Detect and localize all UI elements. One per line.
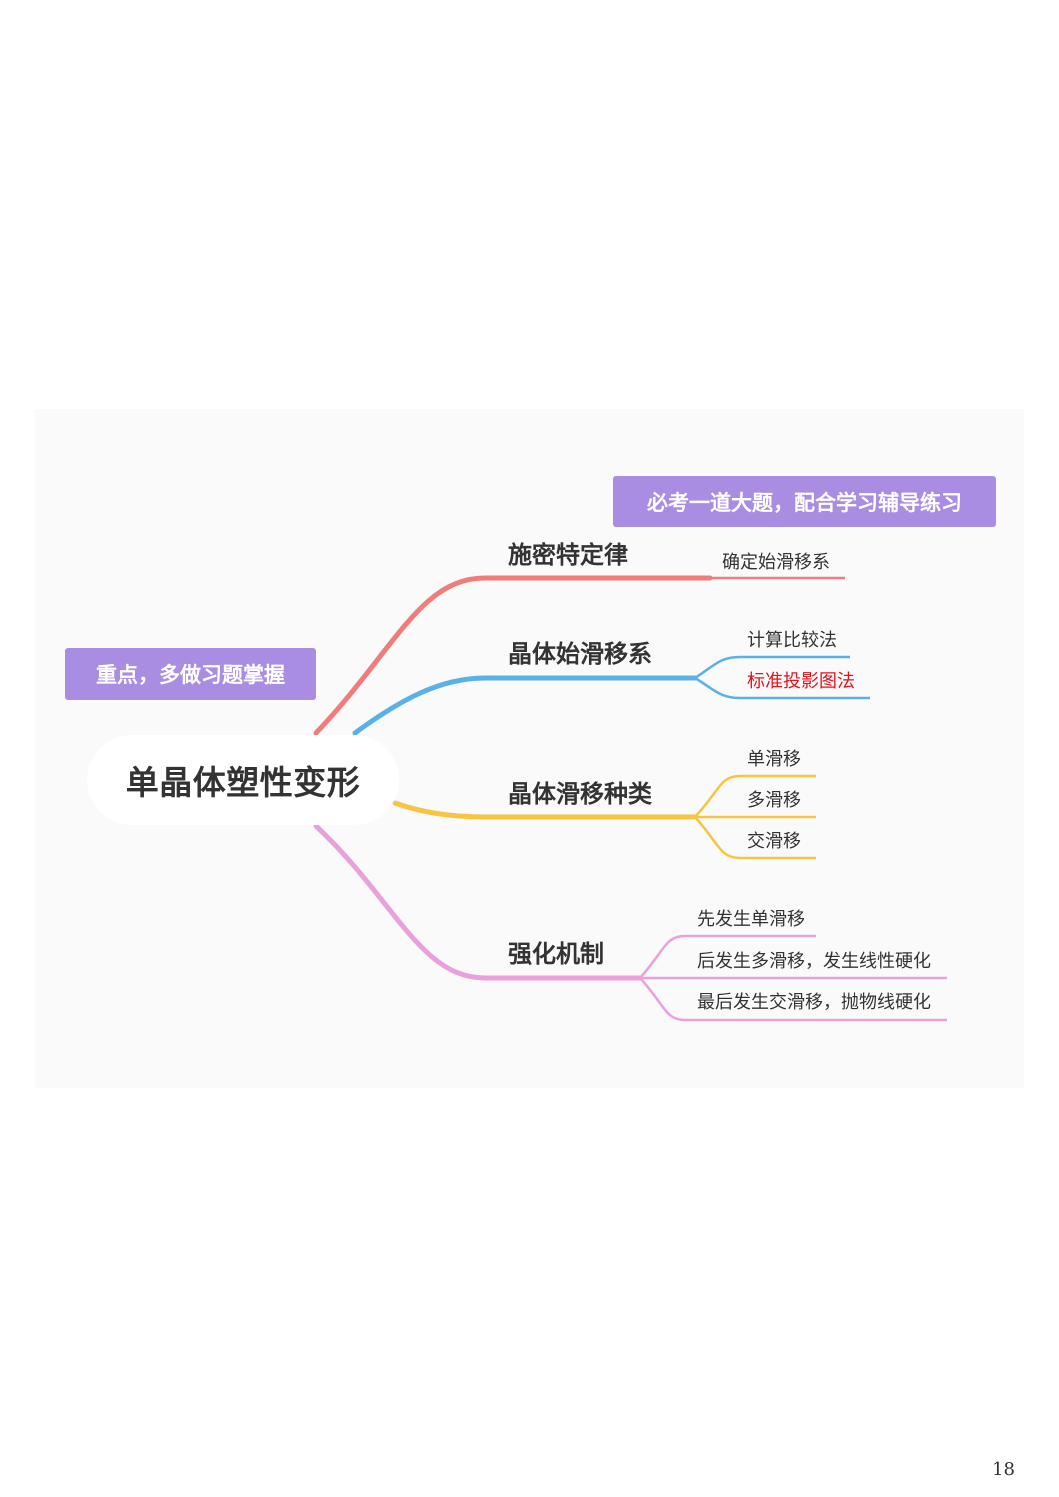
main-topic-strengthening-mechanism: 强化机制 <box>508 940 604 968</box>
sub-topic-multiple-slip: 多滑移 <box>747 790 801 811</box>
sub-topic-determine-initial-slip: 确定始滑移系 <box>722 552 830 573</box>
sub-topic-standard-projection: 标准投影图法 <box>747 671 855 692</box>
sub-topic-single-slip: 单滑移 <box>747 749 801 770</box>
main-topic-initial-slip-system: 晶体始滑移系 <box>508 640 652 668</box>
sub-topic-then-multiple-slip: 后发生多滑移，发生线性硬化 <box>697 951 931 972</box>
sub-topic-first-single-slip: 先发生单滑移 <box>697 909 805 930</box>
callout-key-point: 重点，多做习题掌握 <box>65 648 316 700</box>
callout-exam-note: 必考一道大题，配合学习辅导练习 <box>613 476 996 527</box>
mindmap-root: 单晶体塑性变形 <box>87 735 399 825</box>
sub-topic-cross-slip: 交滑移 <box>747 831 801 852</box>
sub-topic-calc-compare: 计算比较法 <box>747 630 837 651</box>
main-topic-slip-types: 晶体滑移种类 <box>508 780 652 808</box>
main-topic-schmid-law: 施密特定律 <box>508 541 628 569</box>
sub-topic-finally-cross-slip: 最后发生交滑移，抛物线硬化 <box>697 992 931 1013</box>
page-number: 18 <box>992 1459 1015 1480</box>
